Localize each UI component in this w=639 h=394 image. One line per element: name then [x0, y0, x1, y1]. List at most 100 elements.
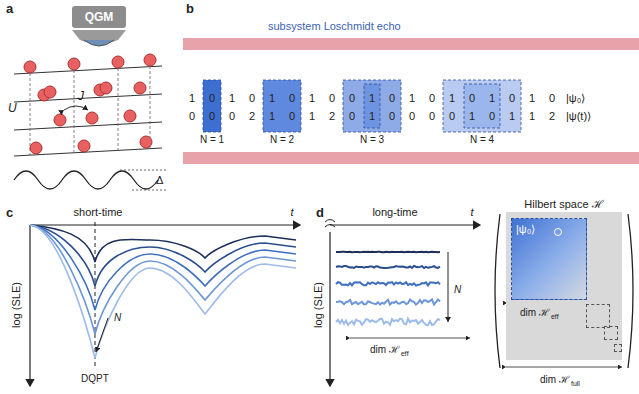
hilbert-space-matrix: Hilbert space ℋ|ψ₀⟩ [500, 196, 628, 366]
label: 1 [369, 93, 375, 104]
drawing-part [329, 232, 330, 386]
drawing-part [78, 140, 90, 152]
label: 1 [409, 93, 415, 104]
subscript: eff [551, 313, 559, 320]
label: 1 [269, 93, 275, 104]
drawing-part [74, 70, 75, 153]
label: long-time [372, 207, 417, 218]
subspace-block [614, 344, 622, 352]
label: 0 [189, 111, 195, 122]
drawing-part [132, 190, 166, 191]
panel-letter: b [186, 2, 194, 15]
label: 1 [309, 111, 315, 122]
drawing-part [84, 40, 114, 46]
drawing-part [336, 299, 440, 304]
label: 0 [229, 111, 235, 122]
label: 0 [409, 111, 415, 122]
drawing-part [263, 80, 301, 132]
panel-letter: a [6, 2, 13, 15]
drawing-part [495, 214, 500, 368]
label: 0 [209, 93, 215, 104]
drawing-part [336, 319, 440, 325]
drawing-part [112, 56, 124, 68]
label: 1 [489, 93, 495, 104]
drawing-part [336, 251, 440, 254]
drawing-part [30, 66, 150, 155]
label: 0 [209, 111, 215, 122]
drawing-part [343, 80, 401, 132]
label: N = 1 [200, 135, 224, 145]
label: 1 [189, 93, 195, 104]
label: t [290, 207, 293, 218]
drawing-part [203, 80, 521, 132]
label: U [8, 102, 17, 114]
subspace-block [604, 326, 618, 340]
label: 0 [509, 93, 515, 104]
label: 0 [469, 93, 475, 104]
drawing-part [120, 170, 166, 190]
drawing-part [144, 54, 156, 66]
panel-letter: d [316, 206, 324, 219]
drawing-part [336, 266, 440, 268]
label: N [454, 285, 461, 295]
label: 2 [249, 111, 255, 122]
drawing-part [100, 82, 112, 94]
label: |ψ₀⟩ [566, 93, 585, 104]
label: 0 [429, 111, 435, 122]
drawing-part [96, 318, 108, 352]
drawing-part [14, 66, 162, 156]
drawing-part [140, 136, 152, 148]
label: t [470, 207, 473, 218]
label: 0 [549, 93, 555, 104]
drawing-part [330, 224, 480, 225]
label: dim ℋ [520, 308, 550, 318]
label: 1 [369, 111, 375, 122]
label: 0 [389, 93, 395, 104]
drawing-part [364, 84, 380, 128]
drawing-part [118, 68, 119, 150]
label: N [114, 313, 121, 323]
drawing-part [24, 61, 36, 73]
drawing-part [14, 122, 162, 130]
label: subsystem Loschmidt echo [268, 21, 401, 32]
drawing-part [325, 220, 335, 228]
label: 1 [469, 111, 475, 122]
drawing-part [86, 112, 98, 124]
microscope-objective: QGM [72, 6, 126, 28]
label: 0 [329, 93, 335, 104]
label: 1 [529, 93, 535, 104]
label: 1 [229, 93, 235, 104]
drawing-part [120, 170, 166, 171]
label: 1 [269, 111, 275, 122]
drawing-part [506, 367, 622, 368]
label: short-time [74, 207, 123, 218]
drawing-part [464, 84, 500, 128]
label: dim ℋ [540, 375, 570, 385]
subspace-block [586, 304, 610, 328]
drawing-part [124, 110, 136, 122]
drawing-part [64, 106, 88, 110]
label: J [78, 90, 84, 102]
label: 0 [489, 111, 495, 122]
label: N = 4 [470, 135, 494, 145]
label: log (SLE) [313, 282, 324, 328]
drawing-part [183, 152, 639, 164]
drawing-part [203, 80, 221, 132]
drawing-part [30, 73, 31, 155]
drawing-part [350, 338, 470, 339]
label: 0 [449, 111, 455, 122]
drawing-part [443, 80, 521, 132]
label: 0 [389, 111, 395, 122]
drawing-part [30, 142, 42, 154]
drawing-part [68, 58, 80, 70]
drawing-part [95, 222, 96, 368]
label: 0 [349, 111, 355, 122]
drawing-part [448, 252, 449, 322]
label: 0 [249, 93, 255, 104]
initial-state-dot [554, 228, 562, 236]
effective-subspace: |ψ₀⟩ [511, 218, 587, 300]
label: 1 [509, 111, 515, 122]
label: dim ℋ [370, 345, 400, 355]
node-text: |ψ₀⟩ [516, 223, 535, 236]
subscript: full [571, 380, 580, 387]
